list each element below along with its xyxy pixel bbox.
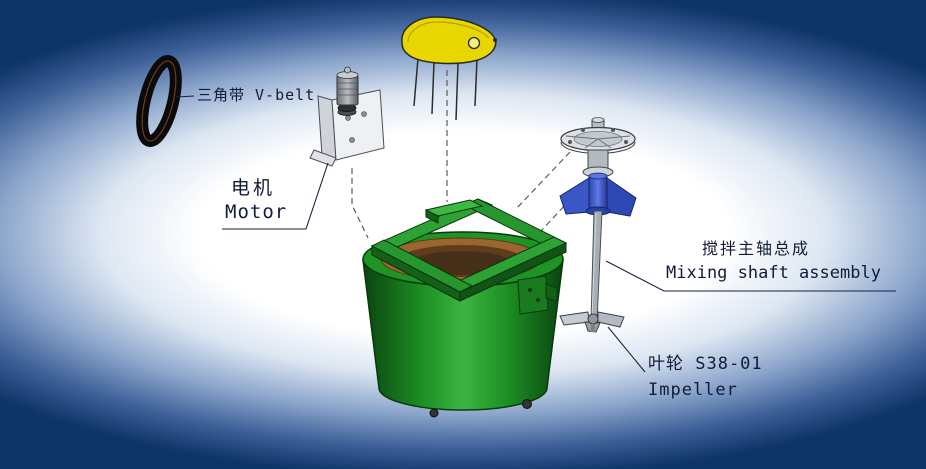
cover-studs — [413, 57, 478, 121]
impeller-part — [559, 311, 625, 333]
v-belt-part — [136, 55, 182, 147]
mixing-shaft-part — [559, 117, 637, 323]
tank-frame — [370, 198, 568, 302]
impeller-label-en: Impeller — [648, 380, 738, 400]
motor-label-en: Motor — [225, 201, 288, 223]
flange-spokes — [565, 135, 631, 149]
leader-lines — [175, 95, 896, 373]
mixing-shaft-label-cn: 搅拌主轴总成 — [702, 239, 811, 258]
mixing-shaft-label-en: Mixing shaft assembly — [666, 263, 881, 283]
belt-cover-part — [401, 16, 497, 121]
impeller-label-cn: 叶轮 S38-01 — [648, 354, 763, 374]
v-belt-label: 三角带 V-belt — [197, 86, 316, 104]
motor-label-cn: 电机 — [231, 177, 276, 199]
motor-part — [309, 66, 385, 167]
